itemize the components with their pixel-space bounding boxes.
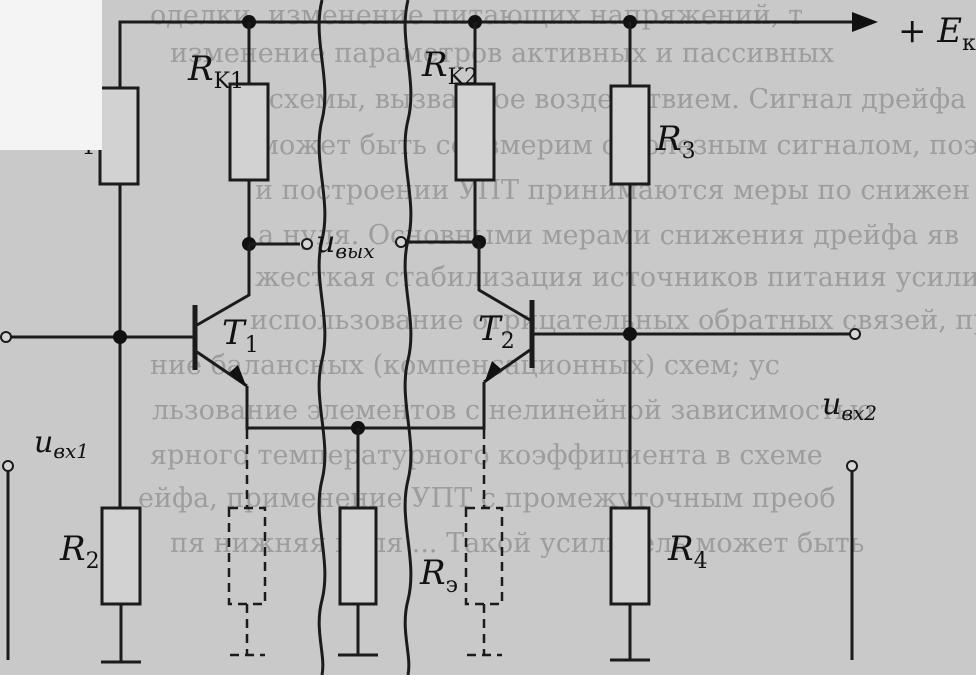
background-text-line: жесткая стабилизация источников питания … bbox=[255, 262, 976, 293]
t2-label: T2 bbox=[478, 309, 515, 354]
break-line-left bbox=[317, 0, 327, 675]
input-terminal-2a bbox=[849, 328, 861, 340]
input-terminal-1a bbox=[0, 331, 12, 343]
rk1-label: RK1 bbox=[187, 49, 244, 94]
emitter-arrow-icon bbox=[484, 361, 501, 384]
resistor-r3 bbox=[609, 22, 651, 508]
rk2-label: RK2 bbox=[421, 45, 478, 90]
r4-label: R4 bbox=[667, 529, 708, 574]
resistor-r2 bbox=[100, 506, 142, 664]
dashed-element-left bbox=[227, 430, 267, 657]
base-node-t2 bbox=[623, 327, 637, 341]
supply-arrow-icon bbox=[852, 12, 878, 32]
input-terminal-1b bbox=[2, 460, 14, 472]
background-text-line: льзование элементов с нелинейной зависим… bbox=[152, 395, 874, 426]
resistor-rk2 bbox=[454, 22, 496, 242]
supply-label: + Eк bbox=[898, 11, 976, 56]
background-text-line: ярного температурного коэффициента в схе… bbox=[150, 440, 823, 471]
input1-label: uвх1 bbox=[34, 425, 89, 463]
base-node-t1 bbox=[113, 330, 127, 344]
background-text-line: изменение параметров активных и пассивны… bbox=[170, 38, 835, 69]
output-terminal-right bbox=[395, 236, 407, 248]
emitter-arrow-icon bbox=[229, 365, 247, 388]
input2-label: uвх2 bbox=[822, 387, 877, 425]
output-label: uвых bbox=[316, 225, 375, 263]
r2-label: R2 bbox=[59, 529, 100, 574]
background-text-line: а нуля. Основными мерами снижения дрейфа… bbox=[258, 220, 960, 251]
resistor-r1 bbox=[98, 86, 140, 508]
dashed-element-right bbox=[464, 430, 504, 657]
output-terminal-left bbox=[301, 238, 313, 250]
t1-label: T1 bbox=[222, 313, 259, 358]
break-line-right bbox=[403, 0, 413, 675]
background-text-line: пя нижняя нуля ... Такой усилитель может… bbox=[170, 528, 865, 559]
paper-corner bbox=[0, 0, 102, 150]
input-terminal-2b bbox=[846, 460, 858, 472]
resistor-re bbox=[338, 428, 378, 657]
supply-rail bbox=[118, 12, 878, 115]
r3-label: R3 bbox=[655, 119, 696, 164]
resistor-r4 bbox=[609, 506, 651, 662]
background-text-line: ние балансных (компенсационных) схем; ус bbox=[150, 350, 780, 381]
re-label: Rэ bbox=[419, 553, 458, 598]
background-text-line: в схемы, вызванное воздействием. Сигнал … bbox=[245, 84, 967, 115]
resistor-rk1 bbox=[228, 22, 270, 244]
